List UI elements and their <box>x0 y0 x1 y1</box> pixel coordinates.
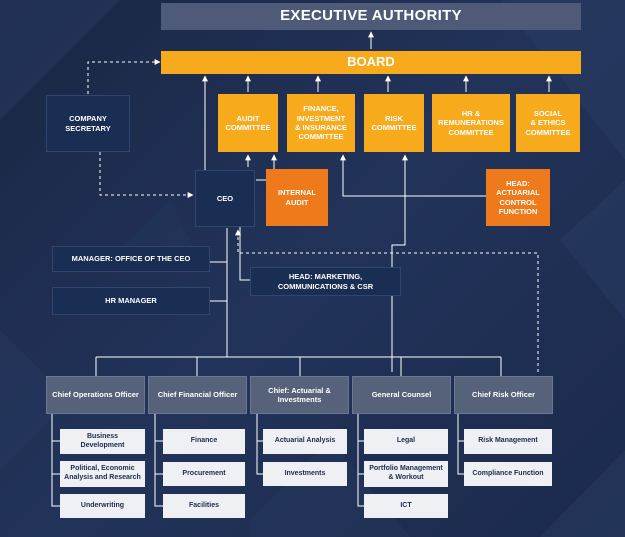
function-portfolio-management: Portfolio Management & Workout <box>364 461 448 487</box>
function-underwriting: Underwriting <box>60 494 145 518</box>
function-facilities: Facilities <box>163 494 245 518</box>
function-finance: Finance <box>163 429 245 454</box>
chief-operations-officer-box: Chief Operations Officer <box>46 376 145 414</box>
board-box: BOARD <box>161 51 581 74</box>
hr-committee-box: HR & Remunerations Committee <box>432 94 510 152</box>
function-investments: Investments <box>263 462 347 486</box>
executive-authority-box: EXECUTIVE AUTHORITY <box>161 3 581 30</box>
audit-committee-box: Audit Committee <box>218 94 278 152</box>
manager-office-ceo-box: Manager: Office of the CEO <box>52 246 210 272</box>
function-legal: Legal <box>364 429 448 454</box>
function-risk-management: Risk Management <box>464 429 552 454</box>
function-political-economic-analysis: Political, Economic Analysis and Researc… <box>60 461 145 487</box>
company-secretary-box: Company Secretary <box>46 95 130 152</box>
function-compliance: Compliance Function <box>464 462 552 486</box>
function-procurement: Procurement <box>163 462 245 486</box>
risk-committee-box: Risk Committee <box>364 94 424 152</box>
function-business-development: Business Development <box>60 429 145 454</box>
hr-manager-box: HR Manager <box>52 287 210 315</box>
ceo-box: CEO <box>195 170 255 227</box>
function-ict: ICT <box>364 494 448 518</box>
chief-financial-officer-box: Chief Financial Officer <box>148 376 247 414</box>
chief-actuarial-investments-box: Chief: Actuarial & Investments <box>250 376 349 414</box>
chief-risk-officer-box: Chief Risk Officer <box>454 376 553 414</box>
general-counsel-box: General Counsel <box>352 376 451 414</box>
head-marketing-box: Head: Marketing, Communications & CSR <box>250 267 401 296</box>
function-actuarial-analysis: Actuarial Analysis <box>263 429 347 454</box>
social-ethics-committee-box: Social & Ethics Committee <box>516 94 580 152</box>
head-actuarial-control-box: Head: Actuarial Control Function <box>486 169 550 226</box>
internal-audit-box: Internal Audit <box>266 169 328 226</box>
finance-committee-box: Finance, Investment & Insurance Committe… <box>287 94 355 152</box>
